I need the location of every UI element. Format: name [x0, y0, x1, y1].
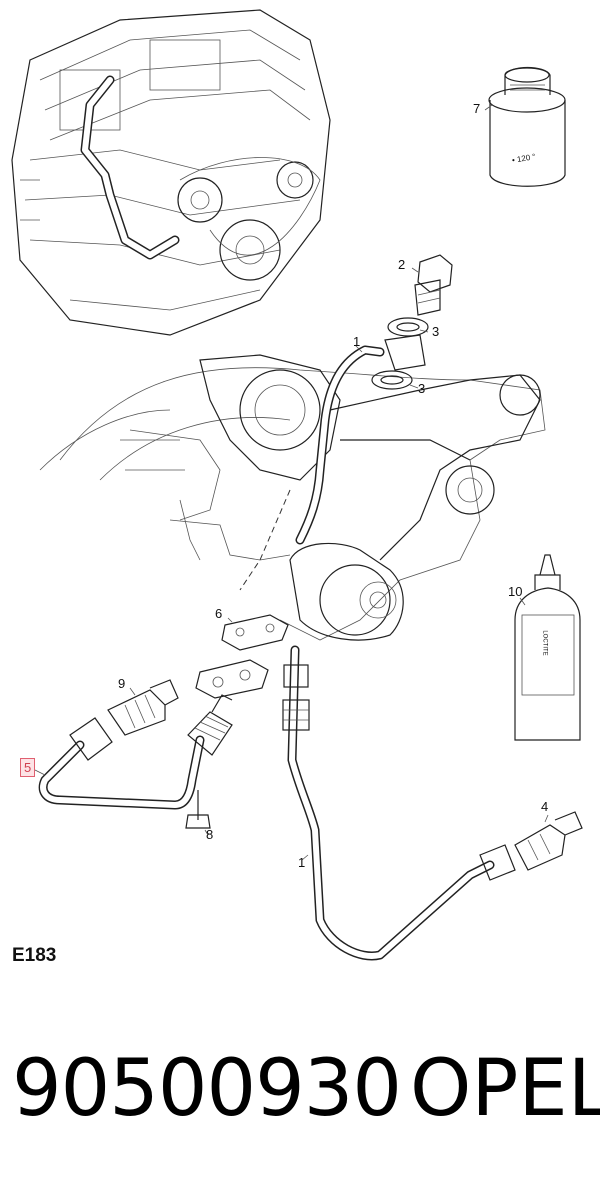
callout-6: 6 [215, 606, 223, 621]
bottle-label-text: LOCTITE [541, 630, 548, 656]
brand-name: OPEL [410, 1044, 600, 1134]
washers-3 [371, 317, 429, 390]
callout-3-lower: 3 [418, 381, 426, 396]
bottle-10 [514, 554, 581, 741]
sealant-can-7 [488, 66, 566, 187]
callout-3-upper: 3 [432, 324, 440, 339]
callout-1-lower: 1 [298, 855, 306, 870]
engine-illustration [11, 9, 331, 336]
banjo-bolt-2 [414, 254, 453, 316]
figure-code: E183 [12, 945, 57, 966]
turbocharger-illustration [39, 354, 546, 641]
gasket-6 [195, 614, 289, 699]
callout-10: 10 [508, 584, 523, 599]
part-number: 90500930 [12, 1044, 402, 1134]
callout-4: 4 [541, 799, 549, 814]
callout-9: 9 [118, 676, 126, 691]
bolt-8 [185, 790, 211, 829]
adapter-4 [514, 811, 583, 871]
oil-return-pipe-5 [38, 694, 233, 810]
callout-5-highlighted[interactable]: 5 [20, 758, 36, 777]
callout-8: 8 [206, 827, 214, 842]
callout-2: 2 [398, 257, 406, 272]
adapter-9 [107, 679, 179, 736]
callout-7: 7 [473, 101, 481, 116]
oil-feed-pipe-1 [282, 334, 516, 961]
callout-1-upper: 1 [353, 334, 361, 349]
